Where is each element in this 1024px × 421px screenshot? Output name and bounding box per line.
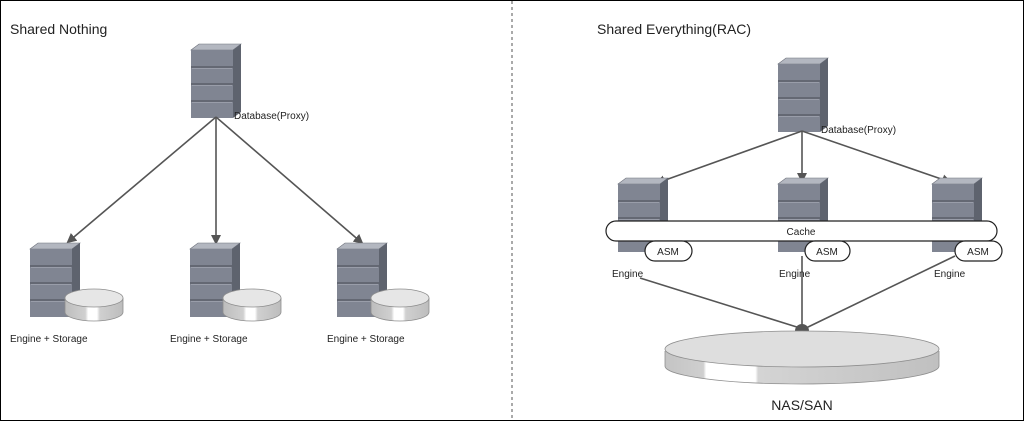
right-panel-title: Shared Everything(RAC) xyxy=(597,21,751,37)
cache-label: Cache xyxy=(787,227,816,238)
arrow-to-node-3 xyxy=(215,116,364,245)
engine-3-to-storage xyxy=(805,255,956,329)
left-node-3 xyxy=(336,242,430,322)
left-node-2-label: Engine + Storage xyxy=(170,334,248,345)
disk-icon xyxy=(370,288,430,322)
left-arrows xyxy=(66,116,364,245)
engine-label-2: Engine xyxy=(779,269,811,280)
right-proxy-label: Database(Proxy) xyxy=(821,125,896,136)
right-proxy-server xyxy=(777,57,829,133)
server-icon xyxy=(777,57,829,133)
engine-1-to-storage xyxy=(639,277,801,329)
arrow-to-node-1 xyxy=(66,116,217,244)
asm-label-1: ASM xyxy=(657,247,679,258)
cache-bar xyxy=(605,220,998,242)
arrow-to-engine-3 xyxy=(801,130,952,185)
engine-label-1: Engine xyxy=(612,269,644,280)
engine-label-3: Engine xyxy=(934,269,966,280)
asm-label-2: ASM xyxy=(816,247,838,258)
asm-pill-2 xyxy=(804,240,851,262)
asm-label-3: ASM xyxy=(967,247,989,258)
arrow-to-engine-1 xyxy=(655,130,803,186)
disk-icon xyxy=(64,288,124,322)
storage-connector-dot xyxy=(795,324,809,331)
left-node-1-label: Engine + Storage xyxy=(10,334,88,345)
left-proxy-server xyxy=(190,43,242,119)
left-node-2 xyxy=(189,242,282,322)
storage-label: NAS/SAN xyxy=(771,397,832,413)
storage-array-icon xyxy=(664,330,940,385)
server-icon xyxy=(190,43,242,119)
left-node-3-label: Engine + Storage xyxy=(327,334,405,345)
left-node-1 xyxy=(29,242,124,322)
asm-pill-1 xyxy=(644,240,693,262)
disk-icon xyxy=(222,288,282,322)
left-proxy-label: Database(Proxy) xyxy=(234,111,309,122)
storage-connectors xyxy=(639,255,956,331)
right-arrows xyxy=(655,130,952,186)
asm-pill-3 xyxy=(954,240,1003,262)
left-panel-title: Shared Nothing xyxy=(10,21,107,37)
